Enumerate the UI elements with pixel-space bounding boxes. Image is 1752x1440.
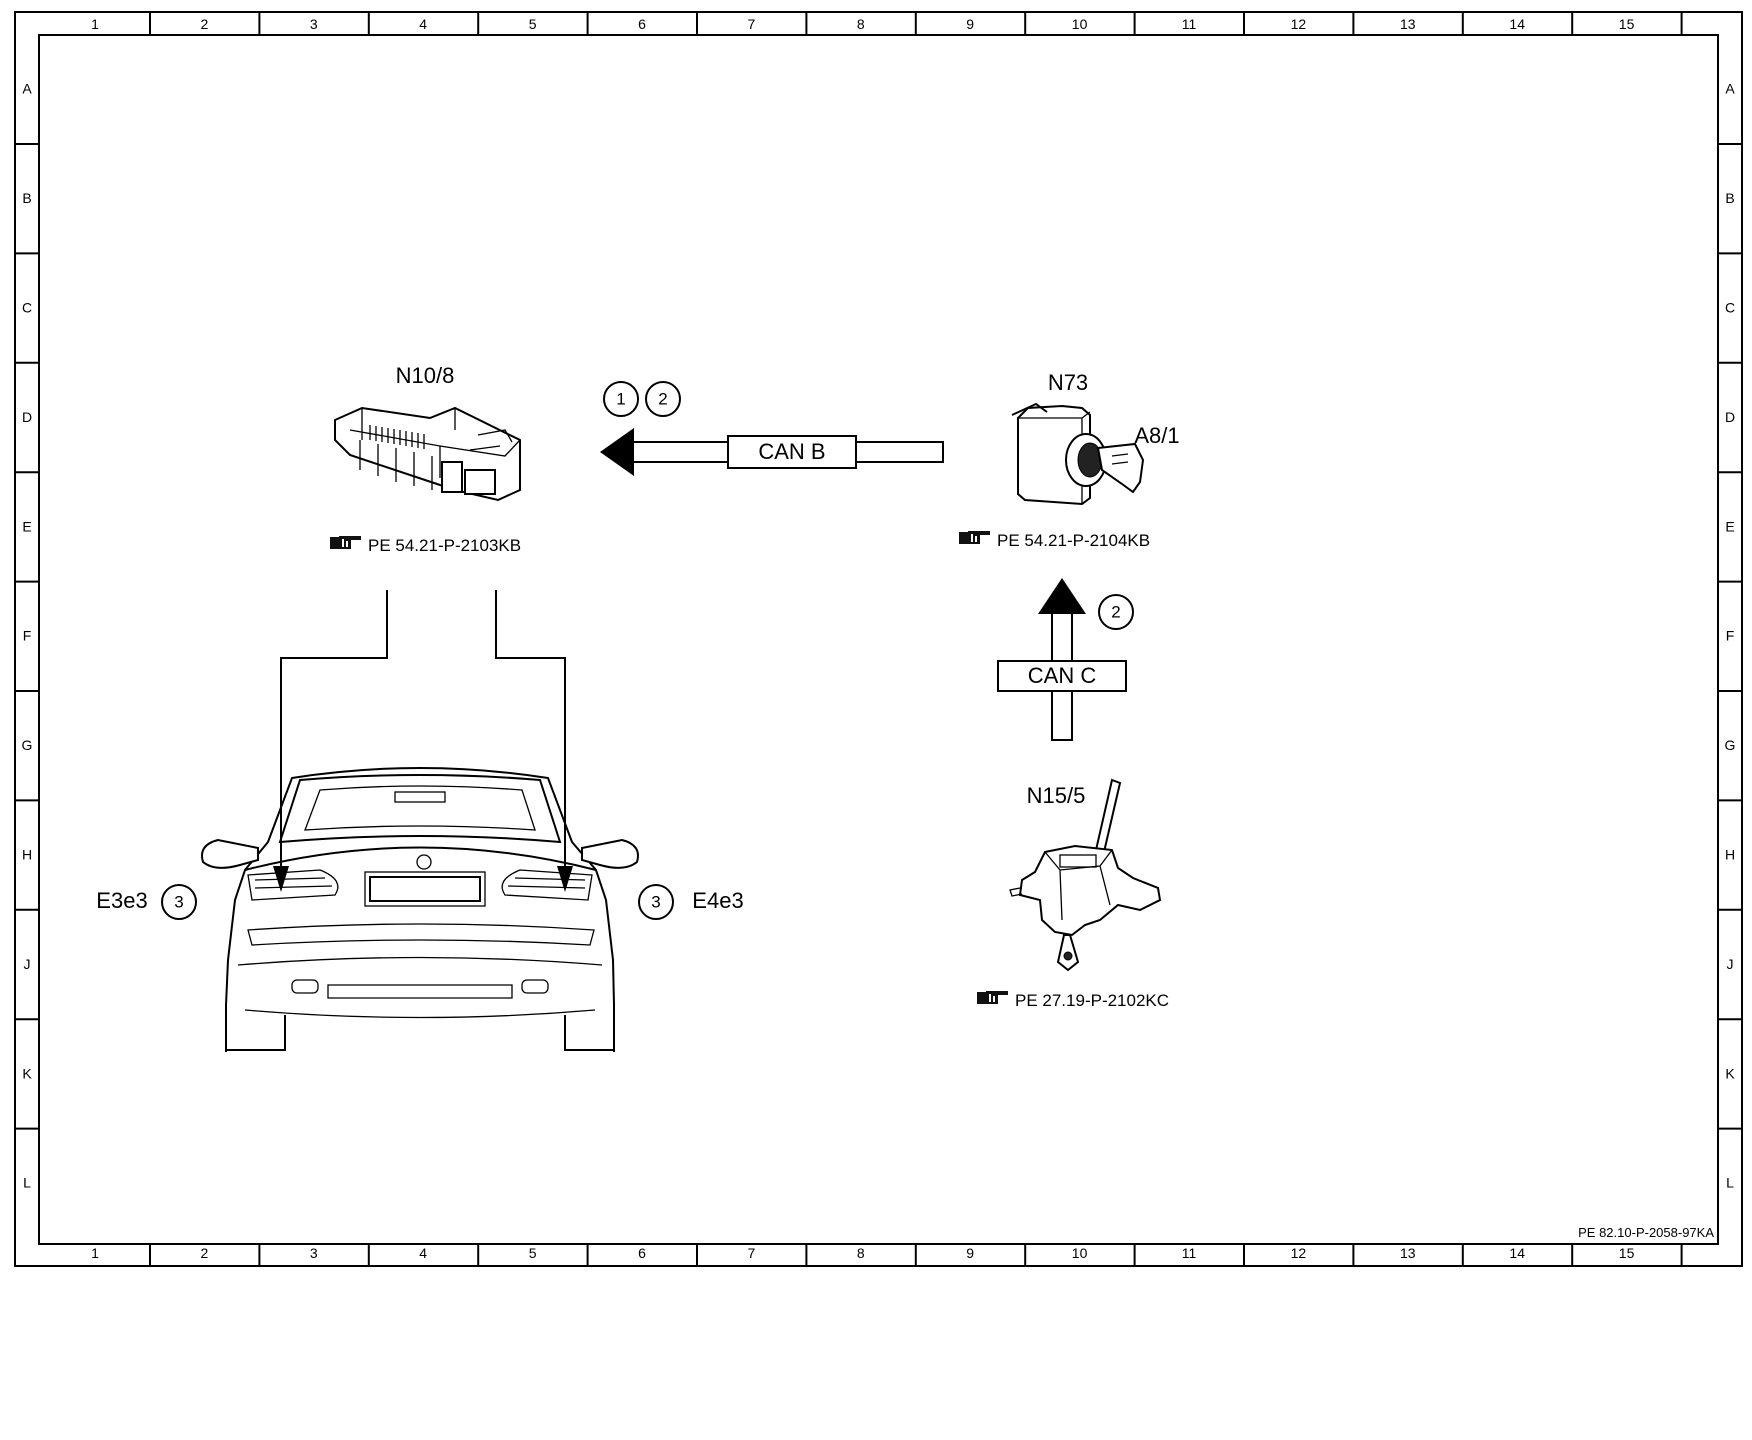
grid-column-label: 11 <box>1182 16 1197 32</box>
grid-column-label: 1 <box>91 1245 99 1261</box>
n10-8-module: N10/8 PE 54.21-P-2103KB <box>330 363 521 555</box>
can-b-marker-2: 2 <box>658 390 667 409</box>
grid-row-label: K <box>22 1065 32 1081</box>
a8-1-label: A8/1 <box>1134 423 1179 448</box>
grid-column-label: 10 <box>1072 16 1088 32</box>
grid-row-label: G <box>22 737 33 753</box>
pointing-hand-icon <box>959 531 990 544</box>
grid-row-label: G <box>1725 737 1736 753</box>
n10-8-reference[interactable]: PE 54.21-P-2103KB <box>368 536 521 555</box>
pointing-hand-icon <box>330 536 361 549</box>
n73-ignition-switch: N73 A8/1 PE 54.21-P-2104KB <box>959 370 1180 550</box>
e3e3-left-lamp: E3e3 3 <box>96 884 197 920</box>
n73-label: N73 <box>1048 370 1088 395</box>
can-c-label: CAN C <box>1028 663 1097 688</box>
ignition-switch-drawing <box>1011 402 1145 506</box>
n15-5-label: N15/5 <box>1027 783 1086 808</box>
document-id: PE 82.10-P-2058-97KA <box>1578 1225 1714 1240</box>
grid-row-label: K <box>1725 1065 1735 1081</box>
e4e3-marker: 3 <box>651 893 660 912</box>
grid-column-label: 15 <box>1619 1245 1635 1261</box>
n73-reference[interactable]: PE 54.21-P-2104KB <box>997 531 1150 550</box>
can-c-arrowhead <box>1038 578 1086 614</box>
grid-column-label: 12 <box>1291 16 1307 32</box>
grid-row-label: F <box>1726 628 1735 644</box>
grid-row-label: A <box>1725 81 1735 97</box>
can-b-label: CAN B <box>758 439 825 464</box>
grid-column-label: 3 <box>310 16 318 32</box>
e4e3-label: E4e3 <box>692 888 743 913</box>
grid-column-label: 12 <box>1291 1245 1307 1261</box>
can-b-connection: CAN B 1 2 <box>600 381 944 476</box>
grid-row-label: D <box>1725 409 1735 425</box>
can-c-marker-2: 2 <box>1111 603 1120 622</box>
drawing-frame <box>14 11 1743 1267</box>
grid-row-label: H <box>1725 847 1735 863</box>
grid-column-label: 1 <box>91 16 99 32</box>
selector-lever-drawing <box>1009 778 1162 972</box>
grid-row-label: F <box>23 628 32 644</box>
grid-column-label: 9 <box>966 1245 974 1261</box>
grid-row-label: C <box>1725 300 1735 316</box>
e3e3-marker: 3 <box>174 893 183 912</box>
grid-row-label: J <box>1727 956 1734 972</box>
can-b-marker-1: 1 <box>616 390 625 409</box>
e3e3-label: E3e3 <box>96 888 147 913</box>
grid-column-label: 10 <box>1072 1245 1088 1261</box>
grid-column-label: 11 <box>1182 1245 1197 1261</box>
grid-column-label: 6 <box>638 1245 646 1261</box>
grid-column-label: 7 <box>748 1245 756 1261</box>
grid-column-label: 13 <box>1400 16 1416 32</box>
grid-column-label: 3 <box>310 1245 318 1261</box>
grid-column-label: 2 <box>201 1245 209 1261</box>
grid-column-label: 14 <box>1509 1245 1525 1261</box>
grid-column-label: 4 <box>419 1245 427 1261</box>
grid-row-label: J <box>24 956 31 972</box>
grid-row-label: E <box>1725 518 1734 534</box>
n15-5-selector-module: N15/5 PE 27.19-P-2102KC <box>977 778 1169 1010</box>
grid-row-label: A <box>22 81 32 97</box>
grid-column-label: 4 <box>419 16 427 32</box>
module-drawing <box>334 406 521 502</box>
grid-column-label: 5 <box>529 1245 537 1261</box>
grid-column-label: 14 <box>1509 16 1525 32</box>
grid-column-label: 6 <box>638 16 646 32</box>
vehicle-rear-view <box>201 767 639 1052</box>
grid-row-label: C <box>22 300 32 316</box>
grid-column-label: 13 <box>1400 1245 1416 1261</box>
can-c-connection: CAN C 2 <box>997 578 1134 741</box>
grid-row-label: H <box>22 847 32 863</box>
grid-column-label: 8 <box>857 1245 865 1261</box>
grid-row-label: D <box>22 409 32 425</box>
grid-column-label: 5 <box>529 16 537 32</box>
grid-row-labels-right: A B C D E F G H J K L <box>1718 81 1742 1191</box>
grid-column-label: 15 <box>1619 16 1635 32</box>
grid-column-label: 9 <box>966 16 974 32</box>
grid-row-label: B <box>22 190 31 206</box>
e4e3-right-lamp: 3 E4e3 <box>638 884 744 920</box>
grid-row-labels-left: A B C D E F G H J K L <box>15 81 39 1191</box>
grid-row-label: E <box>22 518 31 534</box>
grid-row-label: L <box>1726 1175 1734 1191</box>
grid-column-label: 8 <box>857 16 865 32</box>
grid-row-label: L <box>23 1175 31 1191</box>
can-b-arrowhead <box>600 428 634 476</box>
grid-column-label: 7 <box>748 16 756 32</box>
n15-5-reference[interactable]: PE 27.19-P-2102KC <box>1015 991 1169 1010</box>
n10-8-label: N10/8 <box>396 363 455 388</box>
grid-row-label: B <box>1725 190 1734 206</box>
grid-column-label: 2 <box>201 16 209 32</box>
pointing-hand-icon <box>977 991 1008 1004</box>
